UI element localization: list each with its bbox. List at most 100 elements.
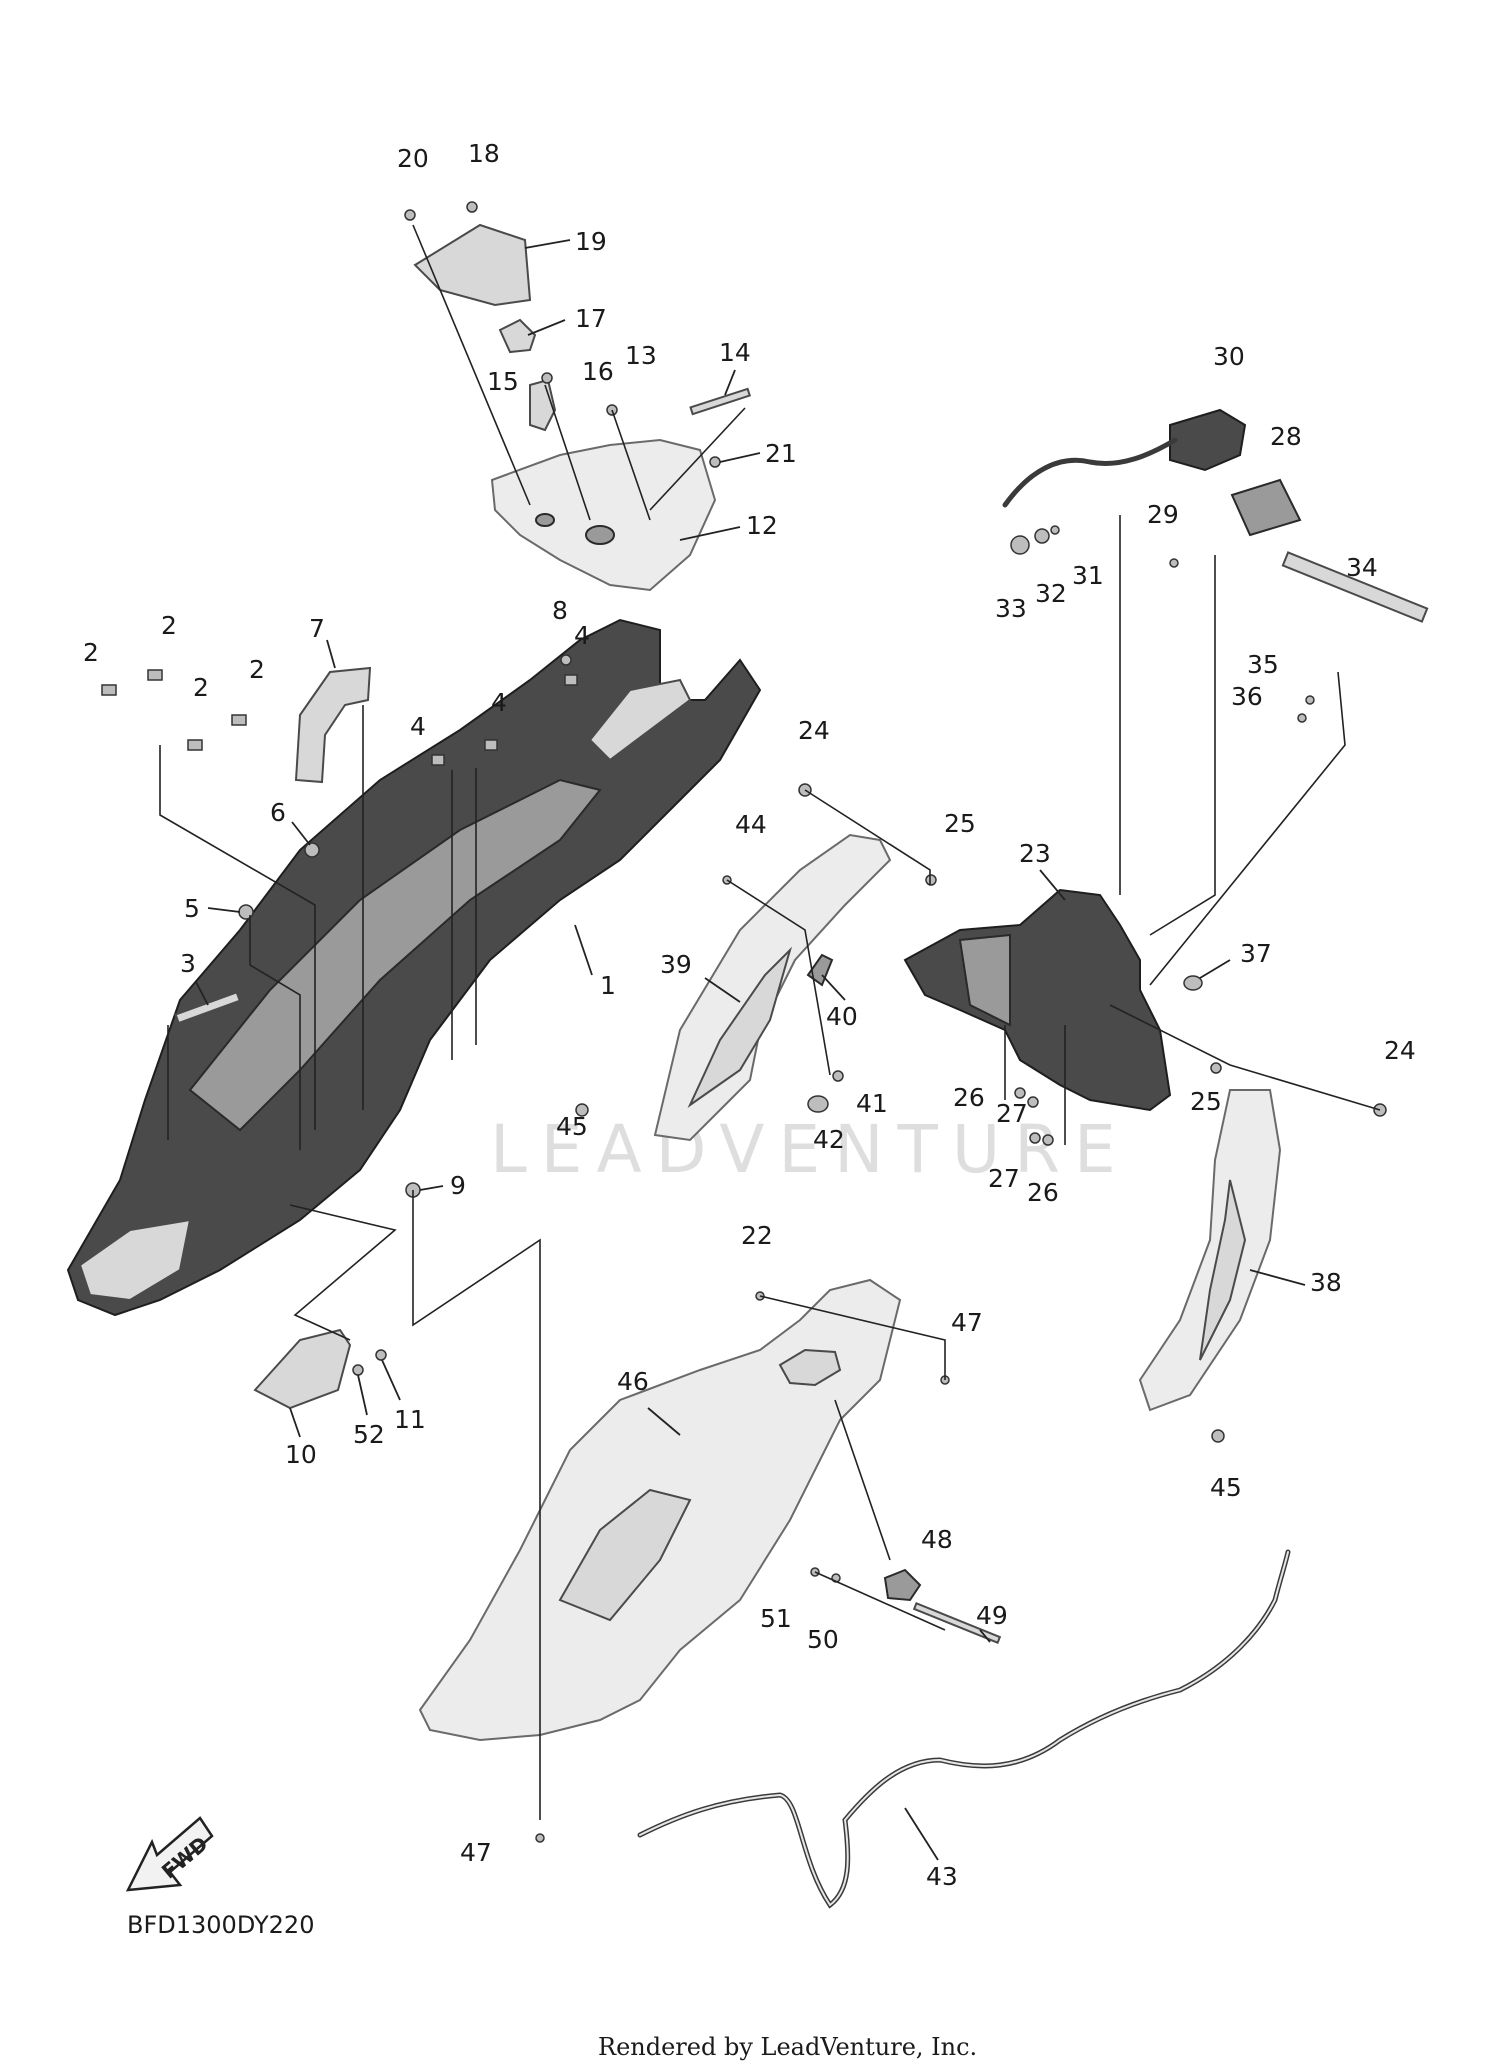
part-2-clip: [101, 684, 117, 696]
part-12-hole-2: [535, 513, 555, 527]
part-45-bolt: [1211, 1429, 1225, 1443]
callout-23: 23: [1019, 839, 1051, 868]
part-36-screw: [1297, 713, 1307, 723]
part-30-module: [1169, 408, 1247, 472]
callout-25: 25: [1190, 1087, 1222, 1116]
frame-fasteners: [101, 654, 578, 1376]
callout-49: 49: [976, 1601, 1008, 1630]
callout-11: 11: [394, 1405, 426, 1434]
part-7-handle: [294, 666, 372, 784]
part-26-screw: [1014, 1087, 1026, 1099]
part-5-nut: [238, 904, 254, 920]
guide-lines: [159, 224, 1381, 1820]
part-38-bracket-inner: [1199, 1179, 1247, 1361]
callout-4: 4: [410, 712, 426, 741]
part-42-grommet: [807, 1095, 829, 1113]
guide-line: [412, 224, 531, 506]
part-17-latch: [498, 318, 537, 354]
part-11-screw: [375, 1349, 387, 1361]
part-1-tail-lip: [588, 678, 692, 762]
leader-3: [195, 981, 209, 1006]
guide-line: [834, 1399, 891, 1561]
callout-14: 14: [719, 338, 751, 367]
part-23-fender: [903, 888, 1172, 1112]
callout-9: 9: [450, 1171, 466, 1200]
callout-15: 15: [487, 367, 519, 396]
callout-48: 48: [921, 1525, 953, 1554]
guide-line: [1109, 1004, 1381, 1111]
leader-43: [904, 1807, 939, 1861]
guide-line: [1149, 671, 1346, 986]
callout-25: 25: [944, 809, 976, 838]
callouts: 1 2 2 2 2 3 4 4 4 5 6 7 8 9 10 11 12 13 …: [83, 139, 1416, 1891]
part-16-screw: [541, 372, 553, 384]
guide-line: [726, 879, 831, 1076]
leader-21: [719, 452, 761, 463]
guide-line: [814, 1571, 946, 1631]
part-19-cover: [413, 223, 532, 307]
callout-44: 44: [735, 810, 767, 839]
guide-line: [611, 409, 651, 521]
leader-14: [724, 369, 736, 396]
leader-38: [1249, 1269, 1306, 1286]
callout-38: 38: [1310, 1268, 1342, 1297]
callout-52: 52: [353, 1420, 385, 1449]
callout-22: 22: [741, 1221, 773, 1250]
callout-34: 34: [1346, 553, 1378, 582]
callout-19: 19: [575, 227, 607, 256]
callout-39: 39: [660, 950, 692, 979]
part-35-screw: [1305, 695, 1315, 705]
part-23-fender-face: [958, 933, 1011, 1027]
part-14-rod: [689, 387, 752, 416]
callout-20: 20: [397, 144, 429, 173]
part-4-clip: [484, 739, 498, 751]
callout-43: 43: [926, 1862, 958, 1891]
leader-17: [527, 319, 566, 336]
leader-39: [704, 977, 741, 1003]
footer-credit: Rendered by LeadVenture, Inc.: [598, 2033, 977, 2061]
callout-33: 33: [995, 594, 1027, 623]
part-47-screw: [535, 1833, 545, 1843]
callout-47: 47: [951, 1308, 983, 1337]
callout-29: 29: [1147, 500, 1179, 529]
leader-10: [289, 1407, 301, 1438]
callout-8: 8: [552, 596, 568, 625]
part-34-plate-bracket: [1281, 551, 1429, 623]
callout-4: 4: [574, 621, 590, 650]
part-21-screw: [709, 456, 721, 468]
callout-6: 6: [270, 798, 286, 827]
part-27-washer: [1027, 1096, 1039, 1108]
part-28-reflector: [1230, 478, 1302, 537]
callout-46: 46: [617, 1367, 649, 1396]
leader-5: [207, 907, 241, 913]
callout-2: 2: [249, 655, 265, 684]
callout-45: 45: [556, 1112, 588, 1141]
callout-24: 24: [798, 716, 830, 745]
callout-35: 35: [1247, 650, 1279, 679]
part-27-washer: [1029, 1132, 1041, 1144]
guide-line: [249, 915, 301, 1150]
callout-27: 27: [996, 1099, 1028, 1128]
callout-16: 16: [582, 357, 614, 386]
rear-frame-assembly: [66, 618, 762, 1410]
leader-23: [1039, 869, 1066, 901]
callout-30: 30: [1213, 342, 1245, 371]
part-8-screw: [560, 654, 572, 666]
callout-45: 45: [1210, 1473, 1242, 1502]
callout-36: 36: [1231, 682, 1263, 711]
callout-10: 10: [285, 1440, 317, 1469]
leader-7: [326, 639, 336, 669]
leader-40: [821, 974, 846, 1001]
part-37-grommet: [1183, 975, 1203, 991]
guide-line: [412, 1190, 541, 1820]
callout-41: 41: [856, 1089, 888, 1118]
part-32-washer: [1034, 528, 1050, 544]
part-2-clip: [231, 714, 247, 726]
part-49-rod: [912, 1602, 1002, 1644]
callout-51: 51: [760, 1604, 792, 1633]
part-26-screw: [1042, 1134, 1054, 1146]
callout-4: 4: [491, 688, 507, 717]
leader-19: [524, 239, 571, 249]
guide-line: [159, 745, 316, 1130]
